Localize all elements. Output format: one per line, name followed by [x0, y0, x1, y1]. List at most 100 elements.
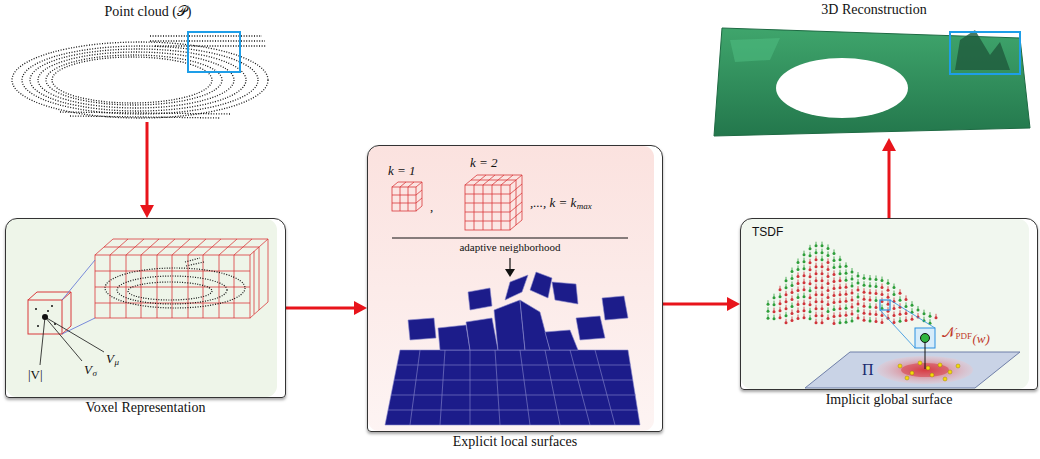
tsdf-points: [803, 274, 806, 277]
tsdf-points: [857, 282, 860, 285]
point-cloud: [30, 49, 246, 111]
neighborhood-cube: [465, 175, 522, 230]
tsdf-points: [839, 272, 842, 275]
tsdf-points: [809, 282, 812, 285]
reconstruction-surface: [730, 38, 780, 62]
tsdf-points: [875, 278, 878, 281]
point-cloud: [12, 42, 268, 118]
subscript: PDF: [956, 332, 973, 341]
tsdf-points: [809, 296, 812, 299]
tsdf-points: [827, 247, 830, 250]
tsdf-points: [863, 298, 866, 301]
tsdf-points: [893, 314, 896, 317]
voxel-grid: [95, 271, 250, 303]
tsdf-points: [839, 293, 842, 296]
tsdf-points: [779, 302, 782, 305]
tsdf-points: [785, 293, 788, 296]
reconstruction-surface: [714, 28, 1030, 136]
tsdf-points: [815, 300, 818, 303]
point-cloud: [150, 35, 262, 36]
tsdf-points: [833, 273, 836, 276]
point-cloud: [12, 36, 268, 118]
tsdf-points: [809, 275, 812, 278]
tsdf-points: [809, 268, 812, 271]
scale-label: ,..., k = k: [530, 196, 576, 209]
tsdf-points: [773, 317, 776, 320]
tsdf-points: [845, 272, 848, 275]
tsdf-points: [827, 303, 830, 306]
tsdf-points: [797, 310, 800, 313]
projected-points: [956, 364, 960, 368]
voxel-points: [128, 282, 212, 300]
voxel-grid: [95, 255, 250, 318]
tsdf-points: [845, 300, 848, 303]
tsdf-points: [833, 287, 836, 290]
symbol-label: V: [84, 363, 92, 376]
point-cloud: [150, 40, 265, 41]
tsdf-points: [773, 310, 776, 313]
tsdf-points: [863, 277, 866, 280]
tsdf-points: [827, 275, 830, 278]
tsdf-points: [917, 309, 920, 312]
tsdf-points: [827, 310, 830, 313]
tsdf-points: [821, 307, 824, 310]
pdf-label: 𝒩: [942, 326, 955, 340]
neighborhood-cube: [465, 185, 510, 230]
tsdf-points: [815, 251, 818, 254]
local-surfaces: [408, 318, 436, 340]
tsdf-points: [827, 282, 830, 285]
tsdf-points: [809, 303, 812, 306]
tsdf-points: [791, 291, 794, 294]
tsdf-points: [839, 286, 842, 289]
tsdf-points: [899, 313, 902, 316]
voxel-dots: [37, 325, 39, 327]
tsdf-points: [833, 308, 836, 311]
figure-title: 3D Reconstruction: [705, 2, 1040, 18]
tsdf-points: [815, 258, 818, 261]
tsdf-points: [821, 272, 824, 275]
tsdf-points: [839, 265, 842, 268]
tsdf-points: [803, 316, 806, 319]
projected-points: [948, 370, 952, 374]
tsdf-points: [797, 289, 800, 292]
neighborhood-cube: [392, 187, 416, 211]
local-surfaces: [385, 350, 640, 425]
tsdf-points: [809, 261, 812, 264]
tsdf-points: [881, 321, 884, 324]
tsdf-points: [815, 265, 818, 268]
tsdf-points: [833, 259, 836, 262]
tsdf-points: [863, 305, 866, 308]
tsdf-points: [839, 279, 842, 282]
tsdf-points: [815, 272, 818, 275]
tsdf-points: [839, 314, 842, 317]
tsdf-points: [863, 284, 866, 287]
tsdf-points: [905, 305, 908, 308]
flow-arrow: [146, 122, 149, 206]
voxel-grid: [95, 239, 268, 318]
down-arrow: [505, 258, 515, 277]
tsdf-points: [803, 302, 806, 305]
tsdf-points: [767, 317, 770, 320]
tsdf-points: [815, 286, 818, 289]
tsdf-points: [911, 304, 914, 307]
tsdf-points: [929, 315, 932, 318]
tsdf-points: [905, 312, 908, 315]
projected-points: [930, 373, 934, 377]
tsdf-points: [923, 312, 926, 315]
local-surfaces: [468, 288, 492, 310]
tsdf-points: [869, 285, 872, 288]
highlight-box: [950, 32, 1020, 74]
down-arrow: [505, 269, 515, 277]
tsdf-points: [887, 296, 890, 299]
voxel-cube: [28, 292, 71, 334]
panel-caption: Voxel Representation: [6, 400, 285, 416]
tsdf-points: [809, 317, 812, 320]
tsdf-points: [875, 292, 878, 295]
tsdf-points: [803, 295, 806, 298]
projected-points: [910, 371, 914, 375]
voxel-points: [105, 258, 245, 308]
tsdf-points: [803, 309, 806, 312]
tsdf-points: [833, 322, 836, 325]
tsdf-points: [785, 307, 788, 310]
